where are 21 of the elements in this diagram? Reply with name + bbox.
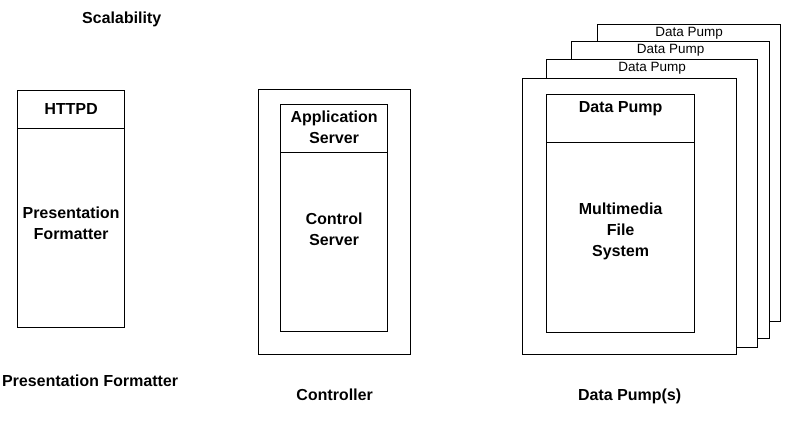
server-box [280, 104, 388, 332]
body-label: Control Server [304, 210, 364, 251]
header-label: HTTPD [43, 100, 99, 120]
stacked-frame [597, 24, 781, 42]
stacked-frame [546, 59, 758, 79]
frame-label: Data Pump [654, 24, 724, 40]
frame-box [522, 78, 737, 355]
server-box [546, 94, 695, 333]
diagram-title: Scalability [82, 10, 162, 28]
box-label: Controller [295, 386, 374, 406]
box-label: Data Pump(s) [576, 386, 682, 406]
header-label: Application Server [289, 108, 379, 149]
server-box [17, 90, 125, 328]
frame-label: Data Pump [636, 41, 706, 57]
stacked-frame [571, 41, 770, 60]
frame-label: Data Pump [617, 59, 687, 75]
body-label: Multimedia File System [578, 200, 664, 262]
header-label: Data Pump [578, 98, 664, 118]
frame-box [258, 89, 411, 355]
box-label: Presentation Formatter [0, 372, 180, 392]
body-label: Presentation Formatter [22, 204, 120, 245]
